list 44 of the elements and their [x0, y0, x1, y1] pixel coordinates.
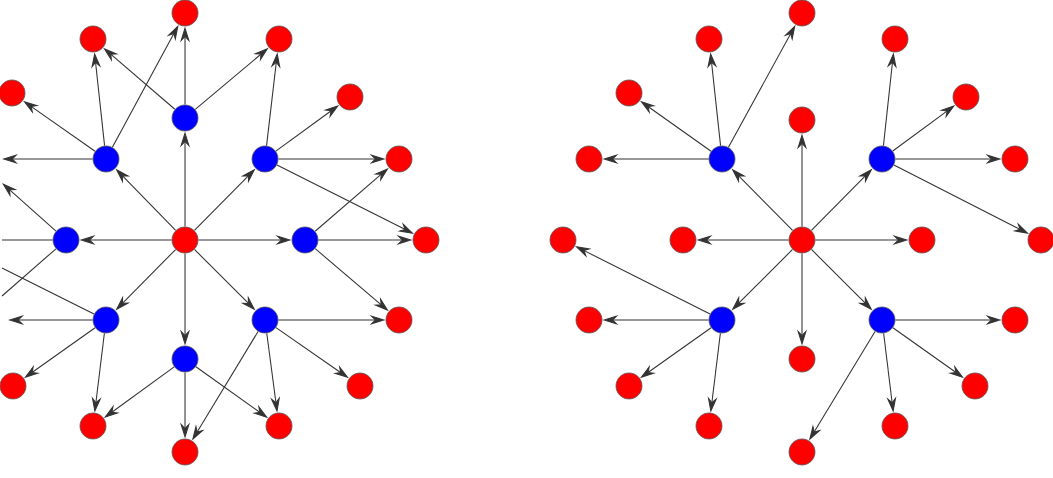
circle-node — [79, 25, 107, 53]
circle-node — [669, 226, 697, 254]
circle-node — [251, 145, 279, 173]
circle-node — [961, 372, 989, 400]
circle-node — [346, 372, 374, 400]
circle-node — [171, 104, 199, 132]
circle-node — [788, 345, 816, 373]
circle-node — [1001, 145, 1029, 173]
circle-node — [171, 438, 199, 466]
circle-node — [336, 83, 364, 111]
circle-node — [708, 145, 736, 173]
circle-node — [908, 226, 936, 254]
circle-node — [1001, 306, 1029, 334]
circle-node — [1027, 226, 1053, 254]
circle-node — [708, 306, 736, 334]
circle-node — [92, 306, 120, 334]
circle-node — [952, 83, 980, 111]
circle-node — [171, 345, 199, 373]
circle-node — [549, 226, 577, 254]
circle-node — [881, 25, 909, 53]
circle-node — [265, 412, 293, 440]
circle-node — [788, 226, 816, 254]
arrow — [2, 183, 57, 232]
circle-node — [695, 25, 723, 53]
circle-node — [52, 226, 80, 254]
circle-node — [695, 412, 723, 440]
circle-node — [265, 25, 293, 53]
circle-node — [171, 226, 199, 254]
circle-node — [575, 306, 603, 334]
circle-node — [79, 412, 107, 440]
circle-node — [92, 145, 120, 173]
circle-node — [615, 372, 643, 400]
circle-node — [868, 145, 896, 173]
circle-node — [788, 438, 816, 466]
circle-node — [291, 226, 319, 254]
circle-node — [788, 106, 816, 134]
circle-node — [881, 412, 909, 440]
circle-node — [412, 226, 440, 254]
circle-node — [615, 79, 643, 107]
circle-node — [385, 306, 413, 334]
circle-node — [575, 145, 603, 173]
circle-node — [868, 306, 896, 334]
circle-node — [251, 306, 279, 334]
circle-node — [385, 145, 413, 173]
